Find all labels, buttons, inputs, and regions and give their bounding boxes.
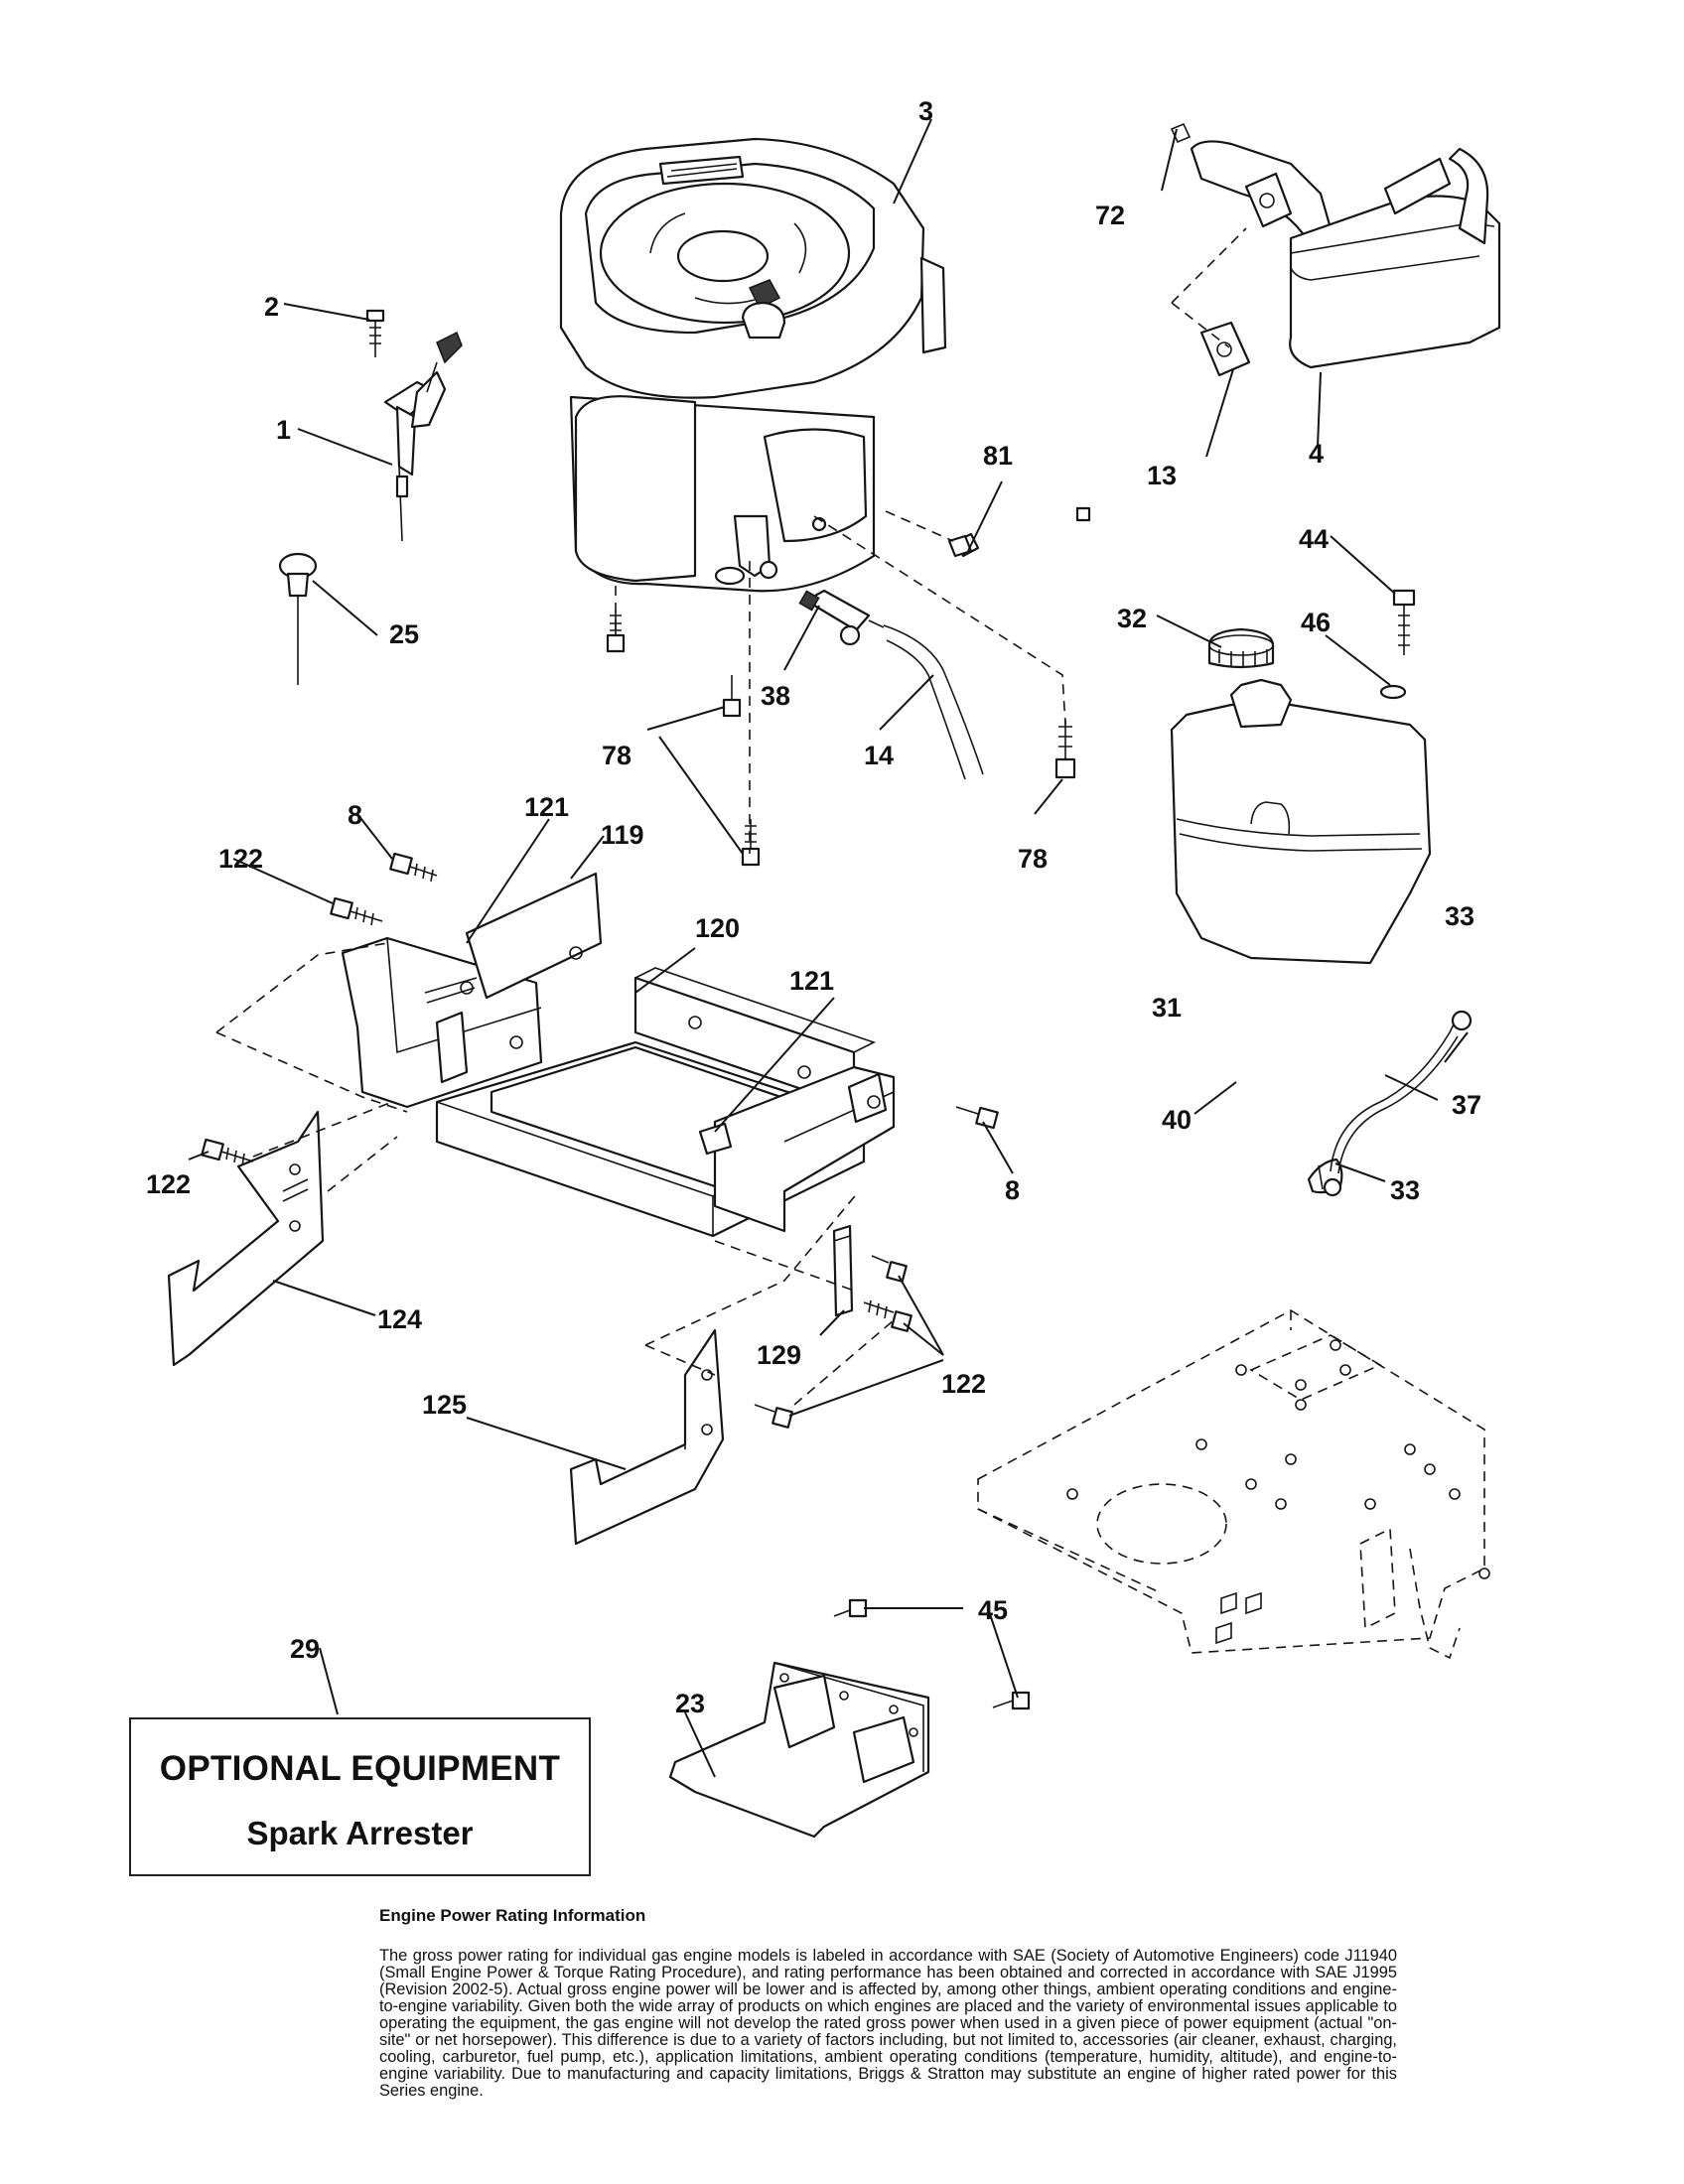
callout-8-a: 8 xyxy=(348,800,362,830)
callout-29: 29 xyxy=(290,1634,320,1664)
callout-32: 32 xyxy=(1117,604,1147,633)
fuel-line xyxy=(1307,1010,1473,1197)
callout-13: 13 xyxy=(1147,461,1177,490)
callout-119: 119 xyxy=(601,820,644,850)
rating-info-heading: Engine Power Rating Information xyxy=(379,1906,646,1925)
chassis-outline xyxy=(977,1309,1490,1660)
bracket-right xyxy=(698,1065,896,1233)
callout-33-a: 33 xyxy=(1445,901,1474,931)
callout-25: 25 xyxy=(389,619,419,649)
rating-info-body: The gross power rating for individual ga… xyxy=(379,1947,1397,2100)
muffler xyxy=(1190,140,1501,369)
bracket-left xyxy=(341,872,603,1109)
throttle-control xyxy=(365,309,463,542)
callout-38: 38 xyxy=(761,681,790,711)
callout-3: 3 xyxy=(918,96,933,126)
callout-122-b: 122 xyxy=(146,1169,191,1199)
fuel-hose xyxy=(883,624,984,780)
callout-46: 46 xyxy=(1301,608,1331,637)
callout-2: 2 xyxy=(264,292,279,322)
spark-arrester xyxy=(668,1598,1031,1839)
assembly-lines xyxy=(215,227,1247,1406)
callout-125: 125 xyxy=(422,1390,467,1420)
callout-78-b: 78 xyxy=(1018,844,1048,874)
optional-equipment-title: OPTIONAL EQUIPMENT xyxy=(159,1749,561,1788)
callout-122-c: 122 xyxy=(941,1369,986,1399)
spark-arrester-label: Spark Arrester xyxy=(246,1815,474,1851)
callout-14: 14 xyxy=(864,741,894,770)
callout-44: 44 xyxy=(1299,524,1329,554)
callout-122-a: 122 xyxy=(218,844,263,874)
callouts: 3 72 2 1 25 13 4 81 44 32 46 38 14 78 78… xyxy=(146,96,1481,1718)
callout-129: 129 xyxy=(757,1340,801,1370)
heat-shield-plates xyxy=(167,1110,854,1546)
callout-81: 81 xyxy=(983,441,1013,471)
callout-45: 45 xyxy=(978,1595,1008,1625)
callout-1: 1 xyxy=(276,415,291,445)
fuel-filter xyxy=(798,589,885,646)
callout-23: 23 xyxy=(675,1689,705,1718)
callout-72: 72 xyxy=(1095,201,1125,230)
callout-78-a: 78 xyxy=(602,741,632,770)
callout-37: 37 xyxy=(1452,1090,1481,1120)
leader-lines xyxy=(188,118,1469,1778)
callout-121-b: 121 xyxy=(789,966,834,996)
callout-4: 4 xyxy=(1309,439,1324,469)
callout-124: 124 xyxy=(377,1304,422,1334)
optional-equipment-box: OPTIONAL EQUIPMENT Spark Arrester xyxy=(129,1717,591,1876)
callout-33-b: 33 xyxy=(1390,1175,1420,1205)
small-bolts xyxy=(201,506,1091,1429)
engine xyxy=(559,137,947,593)
callout-31: 31 xyxy=(1152,993,1182,1023)
choke-knob xyxy=(278,552,318,685)
tank-bolt xyxy=(1379,589,1416,700)
callout-40: 40 xyxy=(1162,1105,1192,1135)
callout-8-b: 8 xyxy=(1005,1175,1020,1205)
fuel-tank xyxy=(1170,627,1432,965)
callout-121-a: 121 xyxy=(524,792,569,822)
callout-120: 120 xyxy=(695,913,740,943)
